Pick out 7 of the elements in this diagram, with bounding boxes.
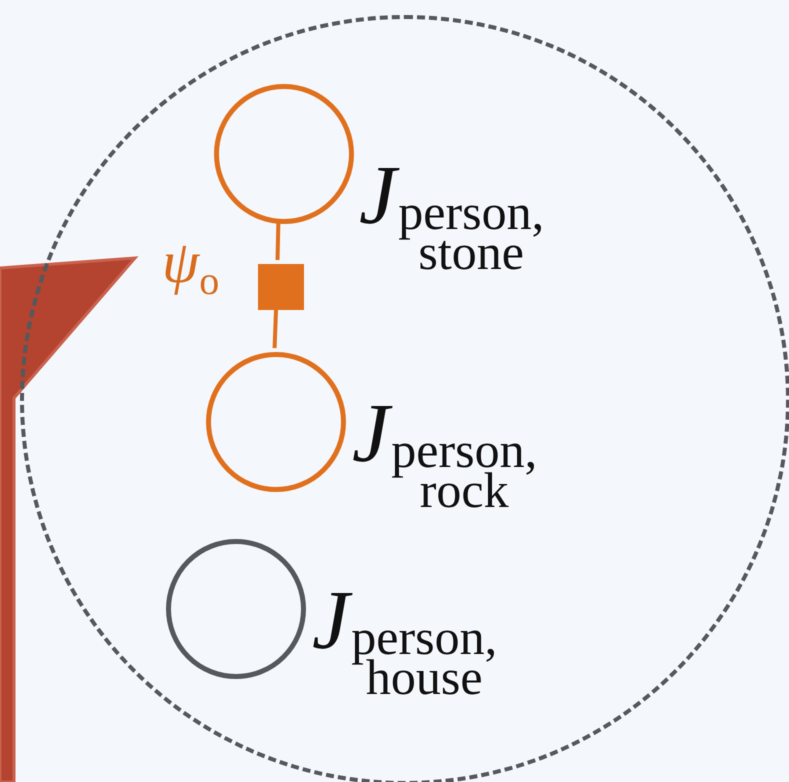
factor-label: ψ$_{o}$: [162, 232, 220, 297]
callout-pointer-shape: [0, 256, 138, 782]
factor-square: [258, 264, 304, 310]
dashed-circle: [20, 15, 789, 782]
variable-circle: [206, 352, 346, 492]
variable-circle: [166, 539, 306, 679]
variable-circle: [214, 84, 354, 224]
